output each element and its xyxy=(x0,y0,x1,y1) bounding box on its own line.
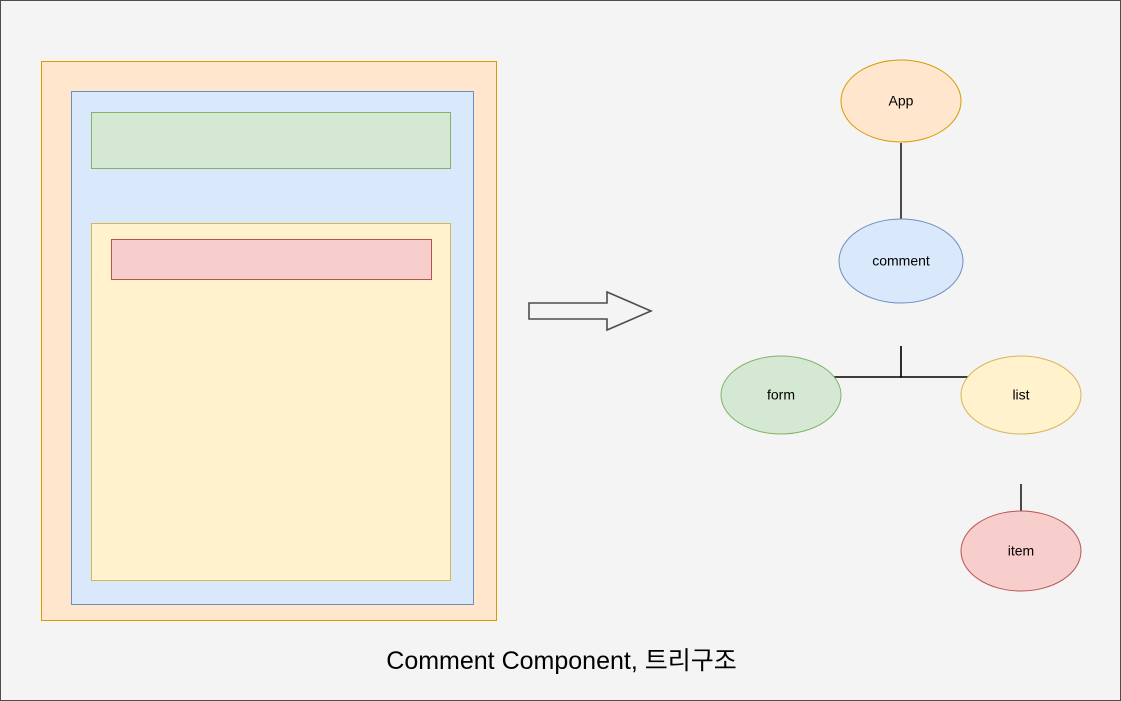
schematic-box-form[interactable] xyxy=(91,112,451,169)
node-shape-comment xyxy=(838,218,964,304)
node-label-item: item xyxy=(1008,543,1034,559)
tree-node-app[interactable]: App xyxy=(840,59,962,143)
tree-node-comment[interactable]: comment xyxy=(838,218,964,304)
component-tree: App comment form list item xyxy=(720,59,1082,592)
schematic-box-list[interactable] xyxy=(91,223,451,581)
node-label-app: App xyxy=(889,93,914,109)
node-shape-form xyxy=(720,355,842,435)
node-label-list: list xyxy=(1012,387,1029,403)
node-shape-item xyxy=(960,510,1082,592)
diagram-caption: Comment Component, 트리구조 xyxy=(386,647,737,675)
tree-node-item[interactable]: item xyxy=(960,510,1082,592)
node-label-form: form xyxy=(767,387,795,403)
tree-node-list[interactable]: list xyxy=(960,355,1082,435)
node-shape-app xyxy=(840,59,962,143)
node-shape-list xyxy=(960,355,1082,435)
schematic-box-item[interactable] xyxy=(111,239,432,280)
tree-edges xyxy=(776,143,1026,551)
transform-arrow-icon xyxy=(528,290,654,332)
tree-node-form[interactable]: form xyxy=(720,355,842,435)
node-label-comment: comment xyxy=(872,253,930,269)
